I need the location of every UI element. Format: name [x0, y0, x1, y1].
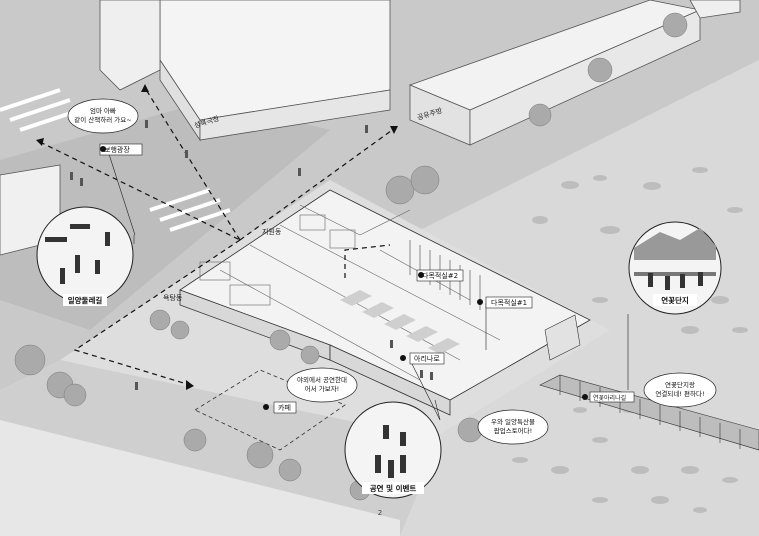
tag-multipurpose-1: 다목적실#1 — [485, 296, 533, 350]
bubble-popup: 우와 일양특산물 팝업스토어다! — [477, 409, 549, 445]
trees — [14, 12, 688, 501]
bubble-popup-line2: 팝업스토어다! — [494, 426, 533, 435]
circle-performance-label: 공연 및 이벤트 — [370, 483, 417, 493]
multipurpose-2-label: 다목적실#2 — [422, 271, 458, 280]
page-number: 2 — [378, 509, 382, 517]
tag-riverside-bridge: 연꽃아리나길 — [589, 391, 635, 403]
leader-lines — [133, 235, 629, 421]
circle-dulle-label: 일양둘레길 — [68, 295, 103, 305]
tag-multipurpose-2: 다목적실#2 — [416, 269, 464, 282]
circle-performance: 공연 및 이벤트 — [344, 401, 442, 499]
bubble-walk: 엄마 아빠 같이 산책하러 가요~ — [67, 98, 139, 134]
bubble-lotus-line2: 연결되네! 편하다! — [655, 389, 704, 398]
theater-building — [159, 0, 391, 142]
arcade-label: 아리나로 — [414, 354, 440, 363]
multipurpose-1-label: 다목적실#1 — [491, 298, 527, 307]
shared-kitchen-building — [408, 0, 702, 146]
circle-lotus-label: 연꽃단지 — [661, 295, 689, 305]
people-figures — [70, 120, 433, 390]
tag-arcade: 아리나로 — [409, 352, 445, 421]
riverside-bridge-label: 연꽃아리나길 — [593, 394, 626, 402]
bath-room-label: 욕탕동 — [163, 293, 183, 302]
circle-lotus: 연꽃단지 — [628, 221, 722, 315]
circulation-arrows — [39, 87, 396, 386]
bubble-performance: 야외에서 공연한대 어서 가보자! — [286, 367, 358, 403]
support-room-label: 지원동 — [262, 227, 282, 236]
bubble-walk-line2: 같이 산책하러 가요~ — [74, 115, 131, 124]
cafe-label: 카페 — [278, 403, 291, 412]
tag-pedestrian-plaza: 보행광장 — [99, 143, 143, 236]
cafe-outline — [194, 369, 346, 451]
arrow-heads — [36, 84, 398, 390]
circle-dulle-path: 일양둘레길 — [36, 206, 134, 306]
central-complex — [179, 189, 591, 416]
bubble-walk-line1: 엄마 아빠 — [90, 106, 116, 115]
bubble-lotus: 연꽃단지랑 연결되네! 편하다! — [643, 372, 717, 408]
bubble-lotus-line1: 연꽃단지랑 — [665, 380, 695, 389]
pedestrian-plaza-label: 보행광장 — [104, 145, 130, 154]
tag-cafe: 카페 — [273, 401, 297, 414]
bubble-performance-line1: 야외에서 공연한대 — [297, 375, 347, 384]
crosswalk — [0, 88, 231, 232]
pin-icons — [100, 146, 588, 410]
bubble-performance-line2: 어서 가보자! — [305, 384, 340, 393]
bubble-popup-line1: 우와 일양특산물 — [491, 417, 535, 426]
